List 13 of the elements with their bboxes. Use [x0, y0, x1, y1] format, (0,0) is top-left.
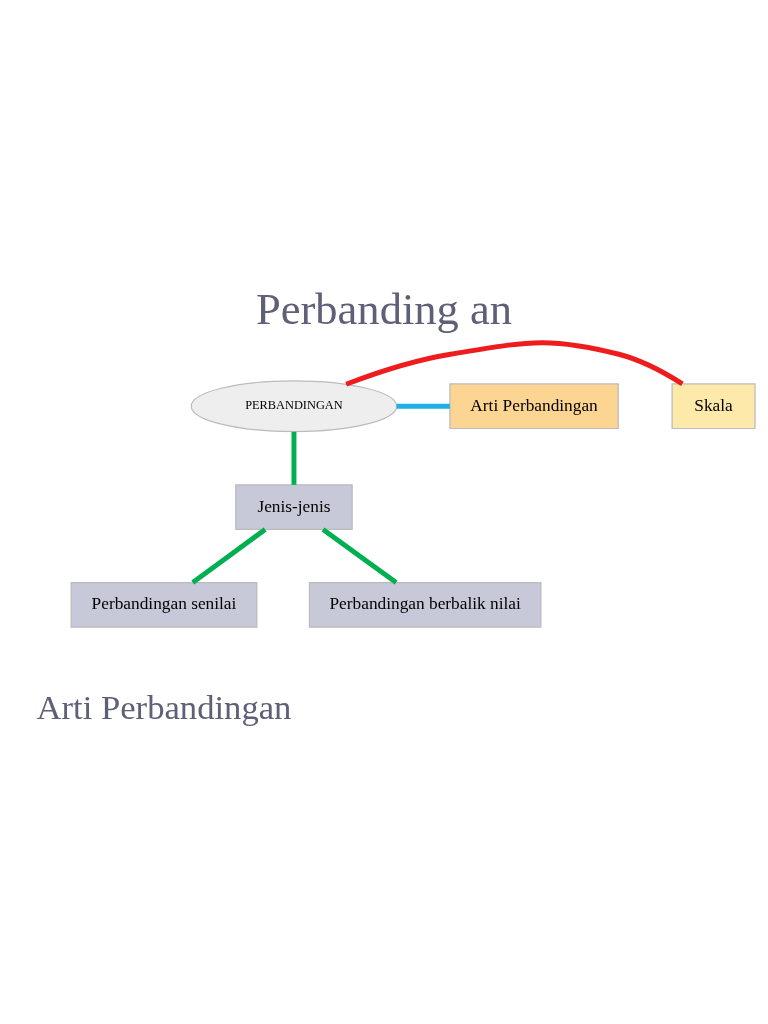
label: Arti Perbandingan	[36, 688, 292, 727]
node-box: Jenis-jenis	[235, 484, 353, 530]
node-box: Perbandingan senilai	[70, 582, 258, 628]
node-ellipse: PERBANDINGAN	[190, 380, 398, 433]
node-box: Skala	[671, 383, 756, 430]
connector	[396, 403, 450, 409]
connector	[191, 527, 267, 585]
diagram-title: Perbanding an	[255, 283, 513, 334]
connector	[291, 431, 297, 485]
connector	[345, 340, 684, 387]
node-box: Arti Perbandingan	[449, 383, 619, 430]
connector	[321, 527, 398, 585]
node-box: Perbandingan berbalik nilai	[308, 582, 542, 628]
